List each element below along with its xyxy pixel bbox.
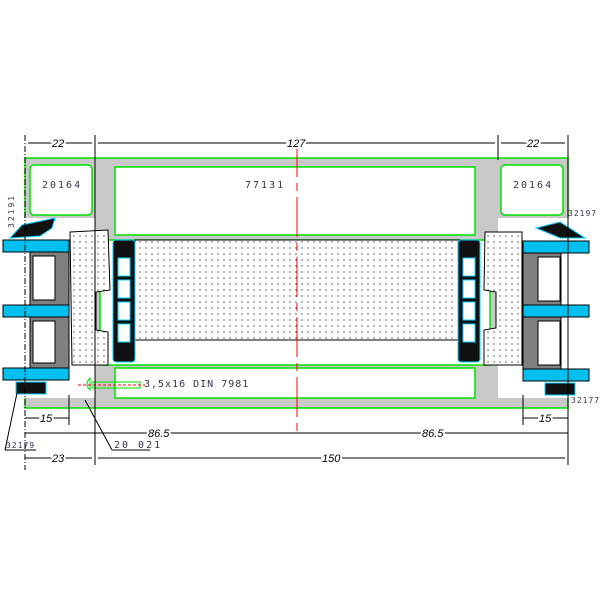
label-gasket-bottom-left: 32179 <box>6 441 35 450</box>
label-gasket-top-left: 32191 <box>7 194 16 228</box>
label-connector: 20 021 <box>114 440 162 451</box>
dim-top-right: 22 <box>526 138 539 150</box>
label-frame-left: 20164 <box>42 180 82 191</box>
label-gasket-bottom-right: 32177 <box>571 396 600 405</box>
sash-gaskets <box>112 239 481 363</box>
insulation-left <box>69 229 111 366</box>
glass-unit-left <box>2 217 70 395</box>
label-screw: 3,5x16 DIN 7981 <box>144 379 249 390</box>
dimension-lines <box>4 135 569 470</box>
label-frame-right: 20164 <box>513 180 553 191</box>
dim-glass-left: 15 <box>40 413 53 425</box>
dim-glass-right: 15 <box>539 413 552 425</box>
dim-top-center: 127 <box>287 138 306 150</box>
label-sash: 77131 <box>245 180 285 191</box>
dim-bottom-total: 150 <box>322 453 341 465</box>
dim-bottom-left: 23 <box>51 453 65 465</box>
dim-top-left: 22 <box>51 138 64 150</box>
screw-icon <box>78 376 145 392</box>
insulation-right <box>483 231 523 366</box>
glass-unit-right <box>522 221 590 396</box>
label-gasket-top-right: 32197 <box>568 209 597 218</box>
dim-half-left: 86.5 <box>148 428 170 440</box>
dim-half-right: 86.5 <box>422 428 444 440</box>
